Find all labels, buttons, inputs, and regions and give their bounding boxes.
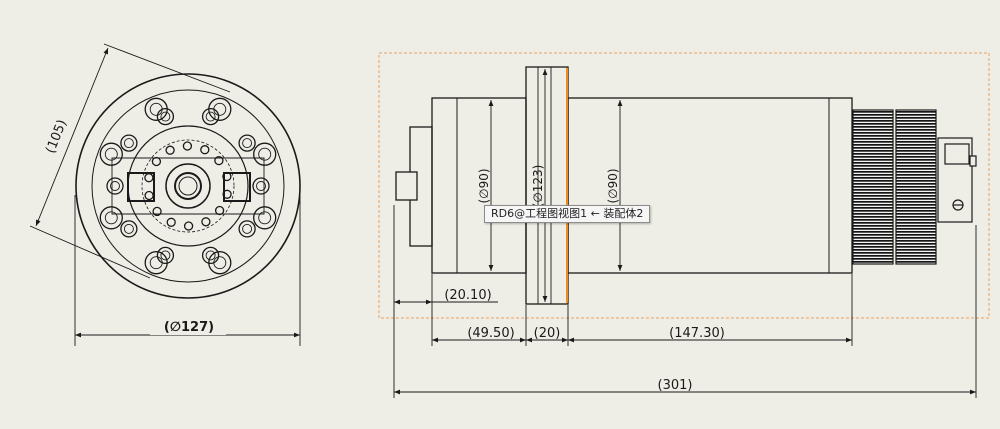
mid-bolt-hole [110, 181, 120, 191]
small-hole [222, 189, 232, 199]
dimension-label-301: (301) [658, 378, 693, 393]
horizontal-dimensions [393, 205, 977, 398]
mid-bolt-hole [205, 111, 216, 122]
dimension-label-20: (20) [534, 326, 561, 341]
small-hole [201, 217, 211, 227]
outer-bolt-hole [213, 102, 227, 116]
outer-bolt-hole [253, 206, 277, 230]
mid-bolt-hole [106, 177, 124, 195]
mid-bolt-hole [120, 134, 138, 152]
mid-bolt-hole [205, 250, 216, 261]
mid-bolt-hole [256, 181, 266, 191]
dimension-label-20-10: (20.10) [444, 288, 491, 303]
mid-bolt-hole [238, 134, 256, 152]
selection-box [378, 52, 990, 319]
hover-tooltip: RD6@工程图视图1 ← 装配体2 [484, 205, 651, 223]
small-hole [144, 173, 154, 183]
mid-bolt-hole [242, 138, 253, 149]
outer-bolt-hole [104, 211, 118, 225]
fan-left [852, 109, 894, 265]
small-holes [144, 141, 232, 231]
outer-bolt-hole [104, 147, 118, 161]
connector [937, 137, 977, 223]
mid-bolt-hole [160, 250, 171, 261]
small-hole [214, 205, 225, 216]
dimension-105 [29, 43, 231, 279]
small-hole [152, 206, 162, 217]
dimension-label-147-30: (147.30) [669, 326, 725, 341]
small-hole [144, 190, 154, 201]
small-hole [183, 221, 194, 231]
fan-right [895, 109, 937, 265]
outer-bolt-hole [258, 211, 272, 225]
dimension-label-90-right: (∅90) [606, 168, 620, 203]
dimension-label-90-left: (∅90) [477, 168, 491, 203]
side-view [395, 66, 853, 305]
label-mask [150, 317, 226, 335]
mid-bolt-hole [238, 220, 256, 238]
outer-bolt-hole [213, 256, 227, 270]
small-hole [166, 217, 176, 227]
outer-bolt-hole [258, 147, 272, 161]
mid-bolt-hole [201, 246, 220, 265]
outer-bolt-hole [149, 256, 163, 270]
mid-bolt-hole [201, 107, 220, 126]
mid-bolt-hole [156, 107, 175, 126]
mid-bolt-holes [106, 107, 270, 265]
small-hole [214, 155, 224, 166]
outer-bolt-hole [149, 102, 163, 116]
mid-bolt-hole [160, 111, 171, 122]
mid-bolt-hole [120, 220, 138, 238]
outer-bolt-hole [253, 142, 277, 166]
outer-bolt-hole [99, 142, 123, 166]
mid-bolt-hole [123, 223, 134, 234]
mid-bolt-hole [242, 223, 253, 234]
small-hole [165, 145, 175, 155]
dimension-label-123: (∅123) [531, 165, 545, 208]
dimension-label-127: (∅127) [164, 320, 214, 335]
dimension-label-105: (105) [43, 118, 70, 156]
small-hole [200, 145, 210, 155]
mid-bolt-hole [156, 246, 175, 265]
mid-bolt-hole [252, 177, 270, 195]
outer-bolt-hole [99, 206, 123, 230]
small-hole [182, 141, 193, 151]
small-hole [151, 156, 162, 167]
front-view [75, 73, 301, 299]
mid-bolt-hole [123, 138, 134, 149]
small-hole [222, 171, 232, 182]
dimension-label-49-50: (49.50) [467, 326, 514, 341]
